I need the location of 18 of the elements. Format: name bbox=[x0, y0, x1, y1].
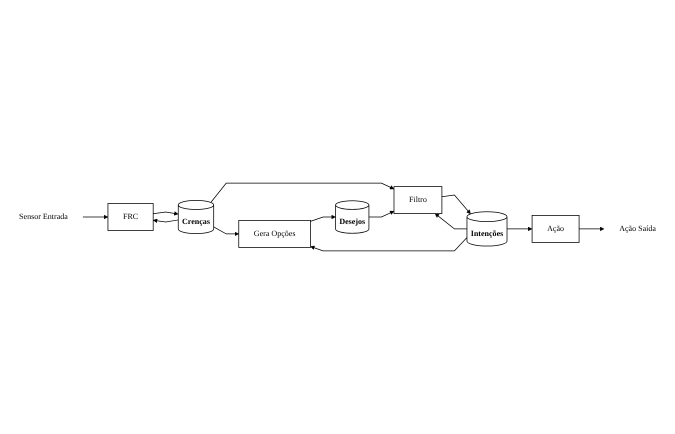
arrow bbox=[442, 194, 471, 214]
arrow bbox=[213, 226, 239, 236]
arrow bbox=[152, 211, 178, 216]
arrow bbox=[82, 214, 108, 220]
arrow bbox=[368, 210, 394, 218]
node-text: Ação Saída bbox=[619, 224, 656, 233]
arrow bbox=[310, 237, 468, 252]
arrow bbox=[578, 226, 604, 232]
arrow bbox=[310, 214, 336, 222]
node-box: Ação bbox=[532, 215, 580, 243]
node-box: Filtro bbox=[394, 186, 442, 214]
arrow bbox=[152, 218, 179, 223]
arrow bbox=[434, 213, 468, 230]
node-box: Gera Opções bbox=[238, 220, 311, 248]
arrow bbox=[210, 182, 394, 203]
node-box: FRC bbox=[108, 203, 154, 231]
arrow bbox=[506, 226, 532, 232]
node-text: Sensor Entrada bbox=[19, 212, 68, 222]
